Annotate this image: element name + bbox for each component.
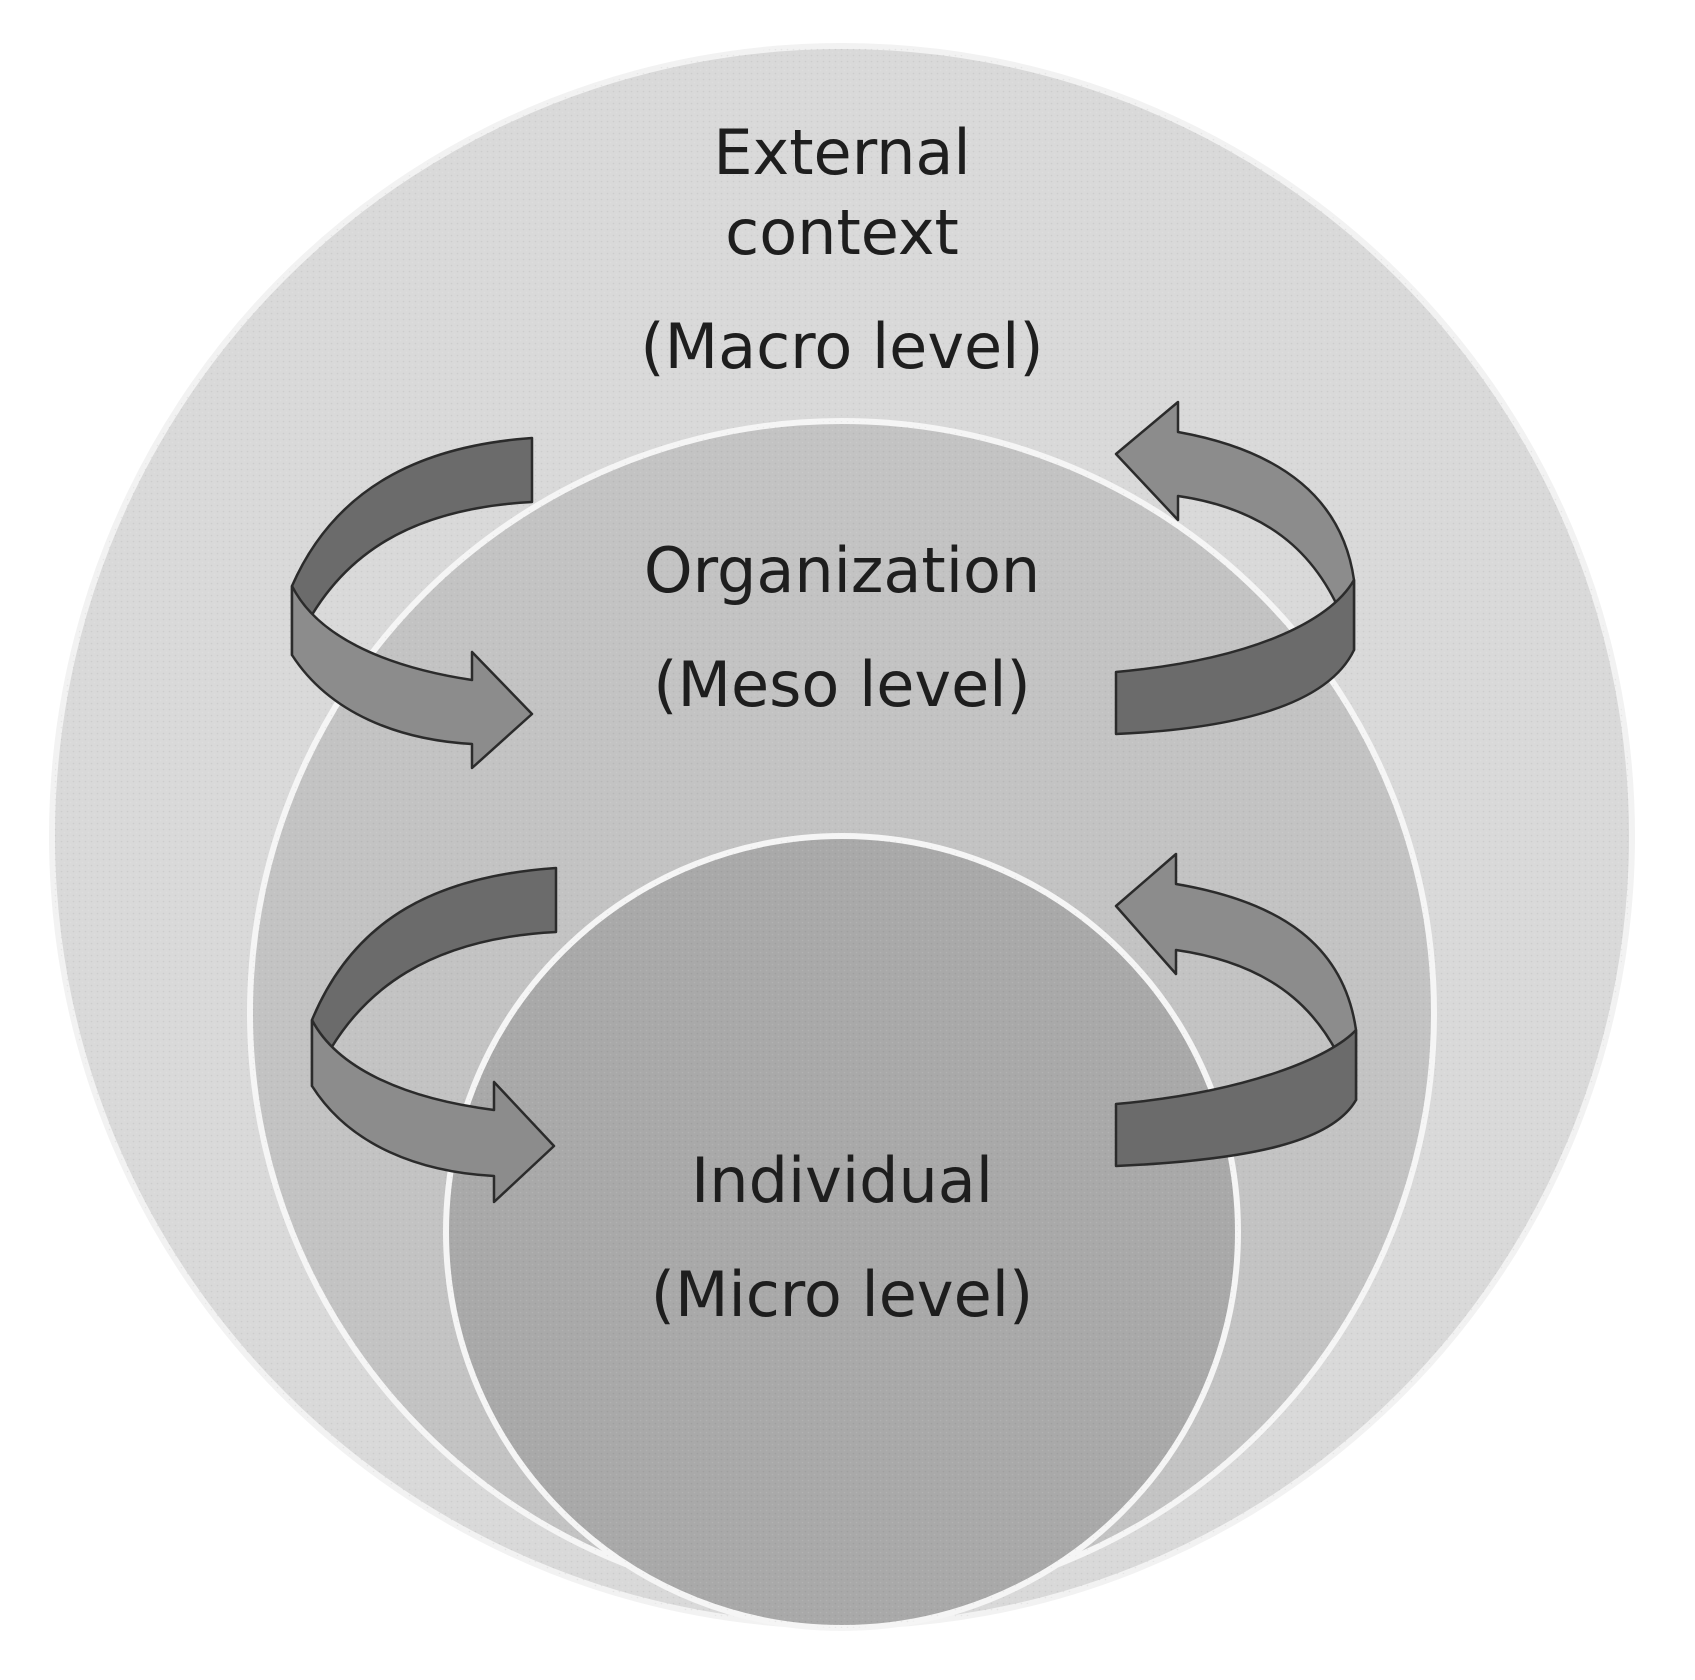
macro-label-line2: context bbox=[725, 196, 959, 269]
meso-label: Organization bbox=[644, 534, 1040, 607]
macro-level-label: (Macro level) bbox=[640, 310, 1043, 383]
micro-label: Individual bbox=[691, 1144, 993, 1217]
micro-level-label: (Micro level) bbox=[651, 1258, 1033, 1331]
micro-texture bbox=[446, 836, 1238, 1628]
arrow-upper-left-icon bbox=[290, 436, 534, 770]
meso-level-label: (Meso level) bbox=[653, 648, 1030, 721]
arrow-lower-left-icon bbox=[310, 866, 558, 1204]
arrow-lower-right-icon bbox=[1114, 852, 1358, 1168]
arrow-upper-right-icon bbox=[1114, 400, 1356, 736]
macro-label-line1: External bbox=[713, 116, 970, 189]
